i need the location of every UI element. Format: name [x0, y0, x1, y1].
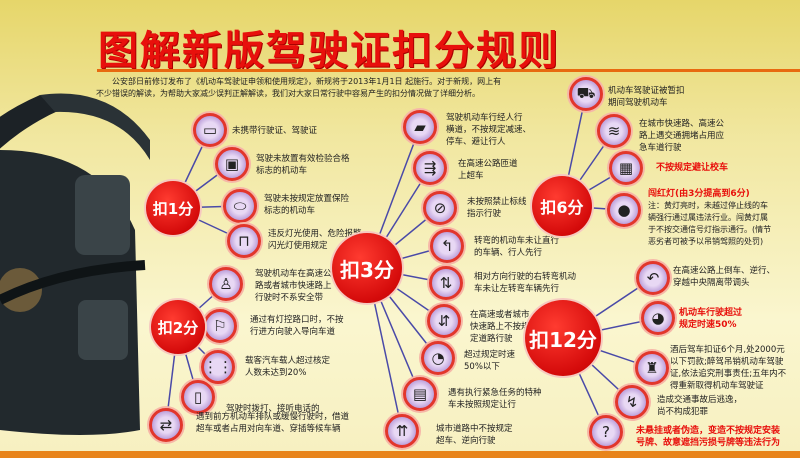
- rule-item: 在城市快速路、高速公 路上遇交通拥堵占用应 急车道行驶: [639, 118, 724, 154]
- rule-item: 通过有灯控路口时，不按 行进方向驶入导向车道: [250, 314, 344, 338]
- rule-item: 在高速公路上倒车、逆行、 穿越中央隔离带调头: [673, 265, 775, 289]
- rule-item: 驾驶未放置有效检验合格 标志的机动车: [256, 153, 350, 177]
- rule-text: 不按规定避让校车: [656, 163, 729, 173]
- rule-text: 酒后驾车扣证6个月,处2000元 以下罚款;醉驾吊销机动车驾驶 证,依法追究刑事…: [670, 345, 787, 391]
- turning-car-icon: ↰: [430, 229, 464, 263]
- rule-item: 未按照禁止标线 指示行驶: [467, 196, 527, 220]
- rule-text: 遇有执行紧急任务的特种 车未按照规定让行: [448, 388, 542, 410]
- insurance-sticker-icon: ⬭: [223, 189, 257, 223]
- opposite-cars-icon: ⇅: [429, 266, 463, 300]
- inspection-sticker-icon: ▣: [215, 147, 249, 181]
- rule-item: 遇到前方机动车排队或缓慢行驶时，借道 超车或者占用对向车道、穿插等候车辆: [196, 411, 349, 435]
- rule-text: 相对方向行驶的右转弯机动 车未让左转弯车辆先行: [474, 272, 577, 294]
- speedometer-icon: ◔: [421, 341, 455, 375]
- title-underline: [97, 69, 800, 72]
- points-hub: 扣12分: [525, 300, 601, 376]
- rule-text: 遇到前方机动车排队或缓慢行驶时，借道 超车或者占用对向车道、穿插等候车辆: [196, 412, 350, 434]
- speedometer-50-icon: ◕: [641, 301, 675, 335]
- rule-text: 在高速或者城市 快速路上不按规 定道路行驶: [470, 310, 530, 344]
- emergency-vehicle-icon: ▤: [403, 377, 437, 411]
- rule-item: 驾驶未按规定放置保险 标志的机动车: [264, 193, 349, 217]
- rule-text: 驾驶未按规定放置保险 标志的机动车: [264, 194, 350, 216]
- rule-item: 遇有执行紧急任务的特种 车未按照规定让行: [448, 387, 542, 411]
- rule-item: 载客汽车载人超过核定 人数未达到20%: [245, 355, 330, 379]
- rule-item: 在高速公路匝道 上超车: [458, 158, 518, 182]
- rule-item: 城市道路中不按规定 超车、逆向行驶: [436, 423, 513, 447]
- rule-item: 酒后驾车扣证6个月,处2000元 以下罚款;醉驾吊销机动车驾驶 证,依法追究刑事…: [670, 344, 786, 392]
- lane-change-icon: ⇵: [427, 304, 461, 338]
- rule-item: 未悬挂或者伪造，变造不按规定安装 号牌、故意遮挡污损号牌等违法行为: [636, 425, 780, 449]
- suspended-license-car-icon: ⛟: [569, 77, 603, 111]
- rule-text: 在高速公路上倒车、逆行、 穿越中央隔离带调头: [673, 266, 776, 288]
- reversing-icon: ↶: [636, 261, 670, 295]
- alcohol-bottle-icon: ♜: [635, 351, 669, 385]
- rule-item: 超过规定时速 50%以下: [464, 349, 515, 373]
- rule-item: 不按规定避让校车: [656, 162, 728, 174]
- rule-text: 驾驶未放置有效检验合格 标志的机动车: [256, 154, 350, 176]
- crosswalk-icon: ▰: [403, 110, 437, 144]
- rule-text: 闯红灯(由3分提高到6分): [648, 189, 750, 199]
- rule-text: 转弯的机动车未让直行 的车辆、行人先行: [474, 236, 560, 258]
- rule-item: 造成交通事故后逃逸， 尚不构成犯罪: [657, 394, 742, 418]
- rule-item: 未携带行驶证、驾驶证: [232, 125, 317, 137]
- bottom-bar: [0, 451, 800, 458]
- rule-text: 机动车驾驶证被暂扣 期间驾驶机动车: [608, 86, 685, 108]
- rule-text: 在城市快速路、高速公 路上遇交通拥堵占用应 急车道行驶: [639, 119, 725, 153]
- rule-text: 通过有灯控路口时，不按 行进方向驶入导向车道: [250, 315, 344, 337]
- no-entry-sign-icon: ⊘: [423, 191, 457, 225]
- rule-item: 驾驶时拨打、接听电话的: [226, 403, 320, 415]
- phone-icon: ▯: [181, 380, 215, 414]
- license-card-icon: ▭: [193, 113, 227, 147]
- intro-text: 公安部日前修订发布了《机动车驾驶证申领和使用规定》，新规将于2013年1月1日 …: [96, 77, 502, 98]
- traffic-light-icon: ⚐: [203, 309, 237, 343]
- license-plate-icon: ?: [589, 415, 623, 449]
- rule-text: 驾驶时拨打、接听电话的: [226, 404, 320, 414]
- rule-item: 驾驶机动车行经人行 横道，不按规定减速、 停车、避让行人: [446, 112, 531, 148]
- rule-text: 机动车行驶超过 规定时速50%: [679, 308, 743, 330]
- rule-item: 相对方向行驶的右转弯机动 车未让左转弯车辆先行: [474, 271, 576, 295]
- rule-note: 注：黄灯亮时，未越过停止线的车 辆强行通过属违法行业。闯黄灯属 于不按交通信号灯…: [648, 201, 772, 246]
- rule-item: 违反灯光使用、危险报警 闪光灯使用规定: [268, 228, 362, 252]
- rule-text: 驾驶机动车行经人行 横道，不按规定减速、 停车、避让行人: [446, 113, 532, 147]
- queue-cutting-icon: ⇄: [149, 408, 183, 442]
- points-hub: 扣1分: [146, 181, 200, 235]
- school-bus-icon: ▦: [609, 151, 643, 185]
- rule-item: 在高速或者城市 快速路上不按规 定道路行驶: [470, 309, 530, 345]
- rule-text: 造成交通事故后逃逸， 尚不构成犯罪: [657, 395, 743, 417]
- headlight-icon: ⊓: [227, 224, 261, 258]
- rule-text: 未悬挂或者伪造，变造不按规定安装 号牌、故意遮挡污损号牌等违法行为: [636, 426, 781, 448]
- rule-text: 城市道路中不按规定 超车、逆向行驶: [436, 424, 513, 446]
- hit-and-run-icon: ↯: [615, 385, 649, 419]
- page-title: 图解新版驾驶证扣分规则: [98, 28, 560, 74]
- rule-text: 载客汽车载人超过核定 人数未达到20%: [245, 356, 331, 378]
- rule-item: 驾驶机动车在高速公 路或者城市快速路上 行驶时不系安全带: [255, 268, 332, 304]
- wrong-way-icon: ⇈: [385, 414, 419, 448]
- rule-item: 机动车驾驶证被暂扣 期间驾驶机动车: [608, 85, 685, 109]
- emergency-lane-icon: ≋: [597, 114, 631, 148]
- points-hub: 扣3分: [332, 233, 402, 303]
- red-light-icon: ●: [607, 193, 641, 227]
- rule-item: 机动车行驶超过 规定时速50%: [679, 307, 742, 331]
- passengers-icon: ⋮⋮: [201, 350, 235, 384]
- rule-text: 超过规定时速 50%以下: [464, 350, 516, 372]
- points-hub: 扣2分: [151, 300, 205, 354]
- seatbelt-icon: ♙: [209, 267, 243, 301]
- rule-item: 转弯的机动车未让直行 的车辆、行人先行: [474, 235, 559, 259]
- points-hub: 扣6分: [532, 176, 592, 236]
- rule-text: 违反灯光使用、危险报警 闪光灯使用规定: [268, 229, 362, 251]
- ramp-overtake-icon: ⇶: [413, 151, 447, 185]
- rule-text: 驾驶机动车在高速公 路或者城市快速路上 行驶时不系安全带: [255, 269, 332, 303]
- rule-item: 闯红灯(由3分提高到6分) 注：黄灯亮时，未越过停止线的车 辆强行通过属违法行业。…: [648, 188, 771, 248]
- rule-text: 在高速公路匝道 上超车: [458, 159, 518, 181]
- rule-text: 未携带行驶证、驾驶证: [232, 126, 318, 136]
- rule-text: 未按照禁止标线 指示行驶: [467, 197, 527, 219]
